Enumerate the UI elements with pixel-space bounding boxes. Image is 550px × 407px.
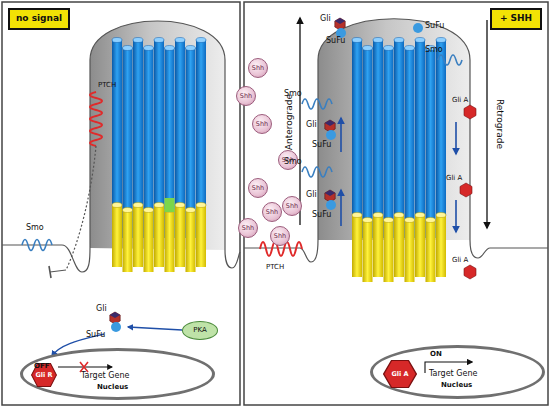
kinase-ellipse: PKA <box>182 321 218 340</box>
shh-ligand-circle: Shh <box>252 114 272 134</box>
part-label: Gli A <box>452 97 468 104</box>
gli-hexagon: Gli A <box>383 360 417 388</box>
part-label: Gli <box>96 305 107 313</box>
nucleus-text: Target Gene <box>429 370 477 378</box>
gli-name: Gli R <box>35 372 52 379</box>
nucleus-ellipse: Target GeneNucleus Gli A <box>370 345 545 399</box>
ligand-name: Shh <box>266 209 278 216</box>
part-label: Retrograde <box>495 99 504 149</box>
part-label: Smo <box>26 224 44 232</box>
shh-ligand-circle: Shh <box>282 196 302 216</box>
panel-tag-box: + SHH <box>490 8 542 30</box>
ligand-name: Shh <box>252 65 264 72</box>
part-label: Smo <box>425 46 443 54</box>
nucleus-text: Target Gene <box>81 372 129 380</box>
part-label: SuFu <box>312 211 331 219</box>
ligand-name: Shh <box>252 185 264 192</box>
part-label: Anterograde <box>285 94 294 150</box>
ligand-name: Shh <box>242 225 254 232</box>
part-label: Gli <box>306 121 317 129</box>
nucleus-text: Nucleus <box>441 382 472 389</box>
shh-ligand-circle: Shh <box>248 58 268 78</box>
shh-ligand-circle: Shh <box>248 178 268 198</box>
part-label: PTCH <box>98 82 116 89</box>
part-label: SuFu <box>425 22 444 30</box>
panel-tag: no signal <box>16 14 62 23</box>
hexagon-outline <box>384 361 417 388</box>
panel-tag-box: no signal <box>8 8 70 30</box>
part-label: PTCH <box>266 264 284 271</box>
part-label: Gli <box>306 191 317 199</box>
gli-name: Gli A <box>391 371 408 378</box>
kinase-name: PKA <box>193 327 206 334</box>
part-label: Gli A <box>452 257 468 264</box>
shh-ligand-circle: Shh <box>262 202 282 222</box>
ligand-name: Shh <box>286 203 298 210</box>
part-label: SuFu <box>86 331 105 339</box>
ligand-name: Shh <box>240 93 252 100</box>
shh-ligand-circle: Shh <box>236 86 256 106</box>
ligand-name: Shh <box>256 121 268 128</box>
part-label: SuFu <box>312 141 331 149</box>
hexagon-outline <box>32 363 57 386</box>
part-label: SuFu <box>326 37 345 45</box>
nucleus-ellipse: Target GeneNucleus Gli R <box>20 348 215 400</box>
shh-ligand-circle: Shh <box>270 226 290 246</box>
part-label: ON <box>430 351 442 358</box>
nucleus-text: Nucleus <box>97 384 128 391</box>
panel-tag: + SHH <box>500 14 532 23</box>
shh-ligand-circle: Shh <box>238 218 258 238</box>
part-label: Gli <box>320 15 331 23</box>
part-label: Gli A <box>446 175 462 182</box>
ligand-name: Shh <box>274 233 286 240</box>
part-label: OFF <box>34 363 50 370</box>
part-label: Smo <box>284 158 302 166</box>
